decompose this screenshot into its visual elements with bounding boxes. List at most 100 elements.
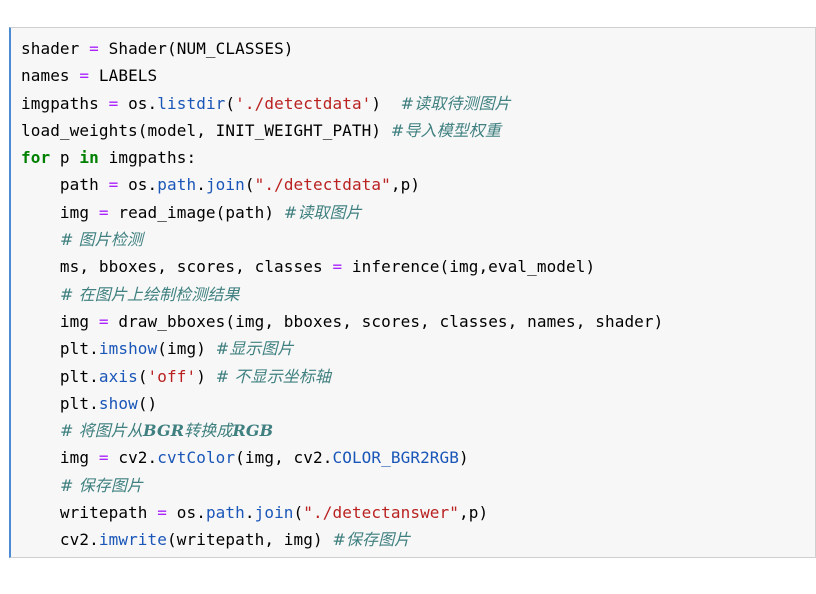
comment-token: 转换成 — [184, 421, 233, 441]
code-token: os. — [118, 175, 158, 195]
code-token: path — [21, 175, 109, 195]
comment-token: # 保存图片 — [59, 475, 144, 495]
function-token: join — [205, 175, 245, 195]
comment-token: # 不显示坐标轴 — [215, 366, 331, 386]
code-token: Shader(NUM_CLASSES) — [98, 39, 294, 58]
string-token: "./detectdata" — [254, 175, 391, 195]
function-token: show — [98, 393, 138, 413]
code-token: LABELS — [89, 66, 158, 86]
operator-token: = — [79, 66, 90, 86]
code-token: cv2. — [108, 448, 158, 468]
operator-token: = — [98, 448, 109, 468]
function-token: path — [205, 503, 245, 523]
operator-token: = — [98, 311, 109, 331]
code-token — [21, 230, 60, 249]
function-token: imwrite — [98, 530, 168, 550]
code-token: writepath — [21, 503, 158, 523]
code-token: read_image(path) — [108, 202, 284, 222]
code-line: img = read_image(path) #读取图片 — [21, 199, 663, 226]
code-token: ( — [293, 503, 304, 523]
code-line: # 在图片上绘制检测结果 — [21, 281, 663, 308]
comment-token: # 在图片上绘制检测结果 — [59, 284, 240, 304]
function-token: path — [157, 175, 197, 195]
code-token: plt. — [21, 393, 99, 413]
code-token: ) — [371, 93, 401, 113]
keyword-token: for — [21, 148, 51, 168]
code-token: ) — [196, 366, 216, 386]
comment-token: RGB — [232, 421, 274, 441]
code-token: os. — [167, 503, 206, 523]
code-token: ms, bboxes, scores, classes — [21, 257, 333, 277]
function-token: axis — [98, 366, 138, 386]
comment-token: # 将图片从 — [59, 421, 144, 441]
code-line: for p in imgpaths: — [21, 144, 663, 171]
code-token: ) — [459, 448, 469, 468]
code-token: () — [137, 393, 158, 413]
code-token: os. — [118, 93, 158, 113]
code-line: # 将图片从BGR转换成RGB — [21, 417, 663, 444]
code-token: draw_bboxes(img, bboxes, scores, classes… — [108, 311, 664, 331]
operator-token: = — [108, 93, 119, 113]
function-token: imshow — [98, 339, 158, 359]
function-token: COLOR_BGR2RGB — [332, 448, 460, 468]
comment-token: #保存图片 — [332, 530, 411, 550]
code-token: img — [21, 202, 99, 222]
code-line: plt.show() — [21, 390, 663, 417]
code-token: . — [196, 175, 206, 195]
code-token: plt. — [21, 339, 99, 359]
code-token: ,p) — [459, 503, 489, 523]
code-token: img — [21, 311, 99, 331]
code-line: cv2.imwrite(writepath, img) #保存图片 — [21, 526, 663, 553]
operator-token: = — [108, 175, 119, 195]
code-token: load_weights(model, INIT_WEIGHT_PATH) — [21, 120, 391, 140]
string-token: './detectdata' — [235, 93, 372, 113]
comment-token: #导入模型权重 — [390, 120, 501, 140]
code-cell[interactable]: shader = Shader(NUM_CLASSES)names = LABE… — [9, 27, 816, 558]
code-line: writepath = os.path.join("./detectanswer… — [21, 499, 663, 526]
code-token: imgpaths: — [98, 148, 197, 168]
code-line: img = cv2.cvtColor(img, cv2.COLOR_BGR2RG… — [21, 444, 663, 471]
code-line: # 图片检测 — [21, 226, 663, 253]
string-token: "./detectanswer" — [303, 503, 460, 523]
code-line: # 保存图片 — [21, 472, 663, 499]
code-token: ( — [244, 175, 255, 195]
code-token: . — [244, 503, 255, 523]
code-token: inference(img,eval_model) — [342, 257, 596, 277]
code-line: shader = Shader(NUM_CLASSES) — [21, 35, 663, 62]
code-token: ( — [225, 93, 236, 113]
code-token — [21, 285, 60, 304]
function-token: join — [254, 503, 294, 523]
code-token: ( — [137, 366, 148, 386]
operator-token: = — [157, 503, 167, 523]
code-token: img — [21, 448, 99, 468]
string-token: 'off' — [147, 366, 197, 386]
code-line: plt.axis('off') # 不显示坐标轴 — [21, 363, 663, 390]
operator-token: = — [332, 257, 343, 277]
code-line: names = LABELS — [21, 62, 663, 89]
code-token: ,p) — [390, 175, 421, 195]
code-line: plt.imshow(img) #显示图片 — [21, 335, 663, 362]
code-token: plt. — [21, 366, 99, 386]
code-editor[interactable]: shader = Shader(NUM_CLASSES)names = LABE… — [21, 35, 663, 554]
comment-token: #显示图片 — [215, 339, 294, 359]
comment-token: #读取待测图片 — [400, 93, 511, 113]
code-token: (img) — [157, 339, 216, 359]
comment-token: #读取图片 — [283, 202, 362, 222]
function-token: cvtColor — [157, 448, 236, 468]
code-token: cv2. — [21, 530, 99, 550]
code-token: imgpaths — [21, 93, 109, 113]
code-token: names — [21, 66, 80, 86]
code-line: ms, bboxes, scores, classes = inference(… — [21, 253, 663, 280]
operator-token: = — [98, 202, 109, 222]
code-token: (img, cv2. — [235, 448, 333, 468]
code-line: imgpaths = os.listdir('./detectdata') #读… — [21, 90, 663, 117]
code-line: load_weights(model, INIT_WEIGHT_PATH) #导… — [21, 117, 663, 144]
function-token: listdir — [157, 93, 226, 113]
code-token — [21, 421, 60, 440]
code-token: (writepath, img) — [167, 530, 333, 550]
code-line: img = draw_bboxes(img, bboxes, scores, c… — [21, 308, 663, 335]
keyword-token: in — [79, 148, 99, 168]
code-token: p — [50, 148, 80, 168]
operator-token: = — [89, 39, 99, 58]
comment-token: # 图片检测 — [59, 230, 144, 250]
